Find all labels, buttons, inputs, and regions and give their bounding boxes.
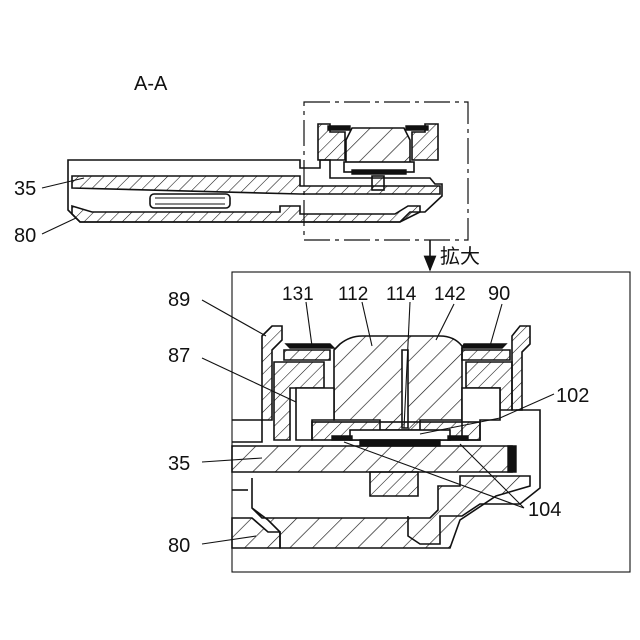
label-35-bottom: 35 <box>168 453 190 475</box>
section-title: A-A <box>134 73 168 95</box>
leader-89 <box>202 300 266 336</box>
label-104: 104 <box>528 499 561 521</box>
label-131: 131 <box>282 284 314 305</box>
label-102: 102 <box>556 385 589 407</box>
label-89: 89 <box>168 289 190 311</box>
enlarge-label: 拡大 <box>440 245 480 268</box>
label-87: 87 <box>168 345 190 367</box>
leader-131 <box>306 302 312 346</box>
leader-90 <box>490 304 502 346</box>
enlarged-detail-view <box>202 272 630 572</box>
label-90: 90 <box>488 283 510 305</box>
leader-142 <box>436 304 454 340</box>
label-114: 114 <box>386 284 417 305</box>
label-142: 142 <box>434 284 466 305</box>
label-112: 112 <box>338 284 368 305</box>
top-section-view <box>68 102 468 240</box>
label-80-bottom: 80 <box>168 535 190 557</box>
label-80-top: 80 <box>14 225 36 247</box>
label-35-top: 35 <box>14 178 36 200</box>
